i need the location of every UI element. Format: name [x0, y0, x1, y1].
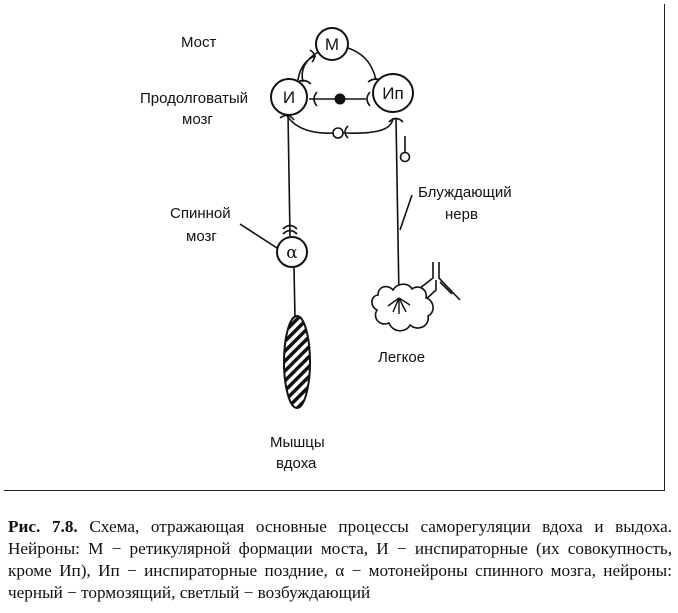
- alpha-synapse-2: [282, 229, 298, 235]
- vagus-label-line1: Блуждающий: [418, 184, 512, 201]
- lung-label: Легкое: [378, 349, 425, 366]
- inhibitory-to-ip-synapse: [366, 91, 371, 107]
- motor-axon: [293, 267, 296, 319]
- spinal-label-line1: Спинной: [170, 205, 231, 222]
- bulbospinal-axon: [287, 113, 291, 237]
- figure-frame: [4, 4, 665, 491]
- inhibitory-input-synapse: [313, 91, 318, 107]
- excitatory-neuron-light: [332, 127, 344, 139]
- figure-number: Рис. 7.8.: [8, 517, 78, 536]
- lung-icon: [371, 283, 434, 332]
- bronchus-trunk-right: [438, 262, 461, 301]
- inspiratory-neuron-i-label: И: [283, 88, 295, 107]
- alpha-motoneuron-label: α: [286, 243, 298, 263]
- ip-to-excitatory-path: [342, 117, 394, 135]
- excitatory-to-i-synapse: [279, 114, 295, 121]
- ip-vagal-synapse: [388, 117, 404, 123]
- m-to-ip-connection: [344, 46, 377, 81]
- bronchus-side: [439, 281, 453, 295]
- excitatory-to-i-path: [285, 113, 334, 134]
- pons-label: Мост: [181, 34, 217, 51]
- late-inspiratory-neuron-ip-label: Ип: [382, 84, 403, 103]
- inspiratory-muscle-icon: [283, 315, 311, 409]
- inhibitory-neuron-black: [334, 93, 346, 105]
- muscles-label-line1: Мышцы: [270, 434, 325, 451]
- alpha-motoneuron: [276, 236, 308, 268]
- m-to-i-connection: [301, 51, 319, 83]
- respiration-diagram: М И Ип α Мост Продолговатый мозг Спинной…: [140, 27, 512, 472]
- spinal-label-pointer: [239, 223, 281, 251]
- vagus-label-line2: нерв: [445, 206, 478, 223]
- alpha-synapse-1: [282, 224, 298, 230]
- inspiratory-neuron-i: [270, 78, 308, 116]
- late-inspiratory-neuron-ip: [372, 73, 414, 113]
- vagus-nerve-line: [395, 117, 400, 299]
- excitatory-input-synapse: [344, 125, 349, 139]
- figure-caption: Рис. 7.8. Схема, отражающая основные про…: [8, 516, 672, 604]
- spinal-label-line2: мозг: [186, 228, 217, 245]
- pons-neuron-m-label: М: [325, 35, 339, 54]
- pons-neuron-m: [315, 27, 349, 61]
- vagal-afferent-neuron-light: [399, 151, 411, 163]
- muscles-label-line2: вдоха: [276, 455, 317, 472]
- lung-nerve-ending-icon: [387, 297, 411, 314]
- i-to-m-synapse: [309, 49, 316, 63]
- medulla-label-line1: Продолговатый: [140, 90, 248, 107]
- medulla-label-line2: мозг: [182, 111, 213, 128]
- figure-caption-text: Схема, отражающая основные процессы само…: [8, 517, 673, 602]
- vagus-label-pointer: [399, 194, 413, 231]
